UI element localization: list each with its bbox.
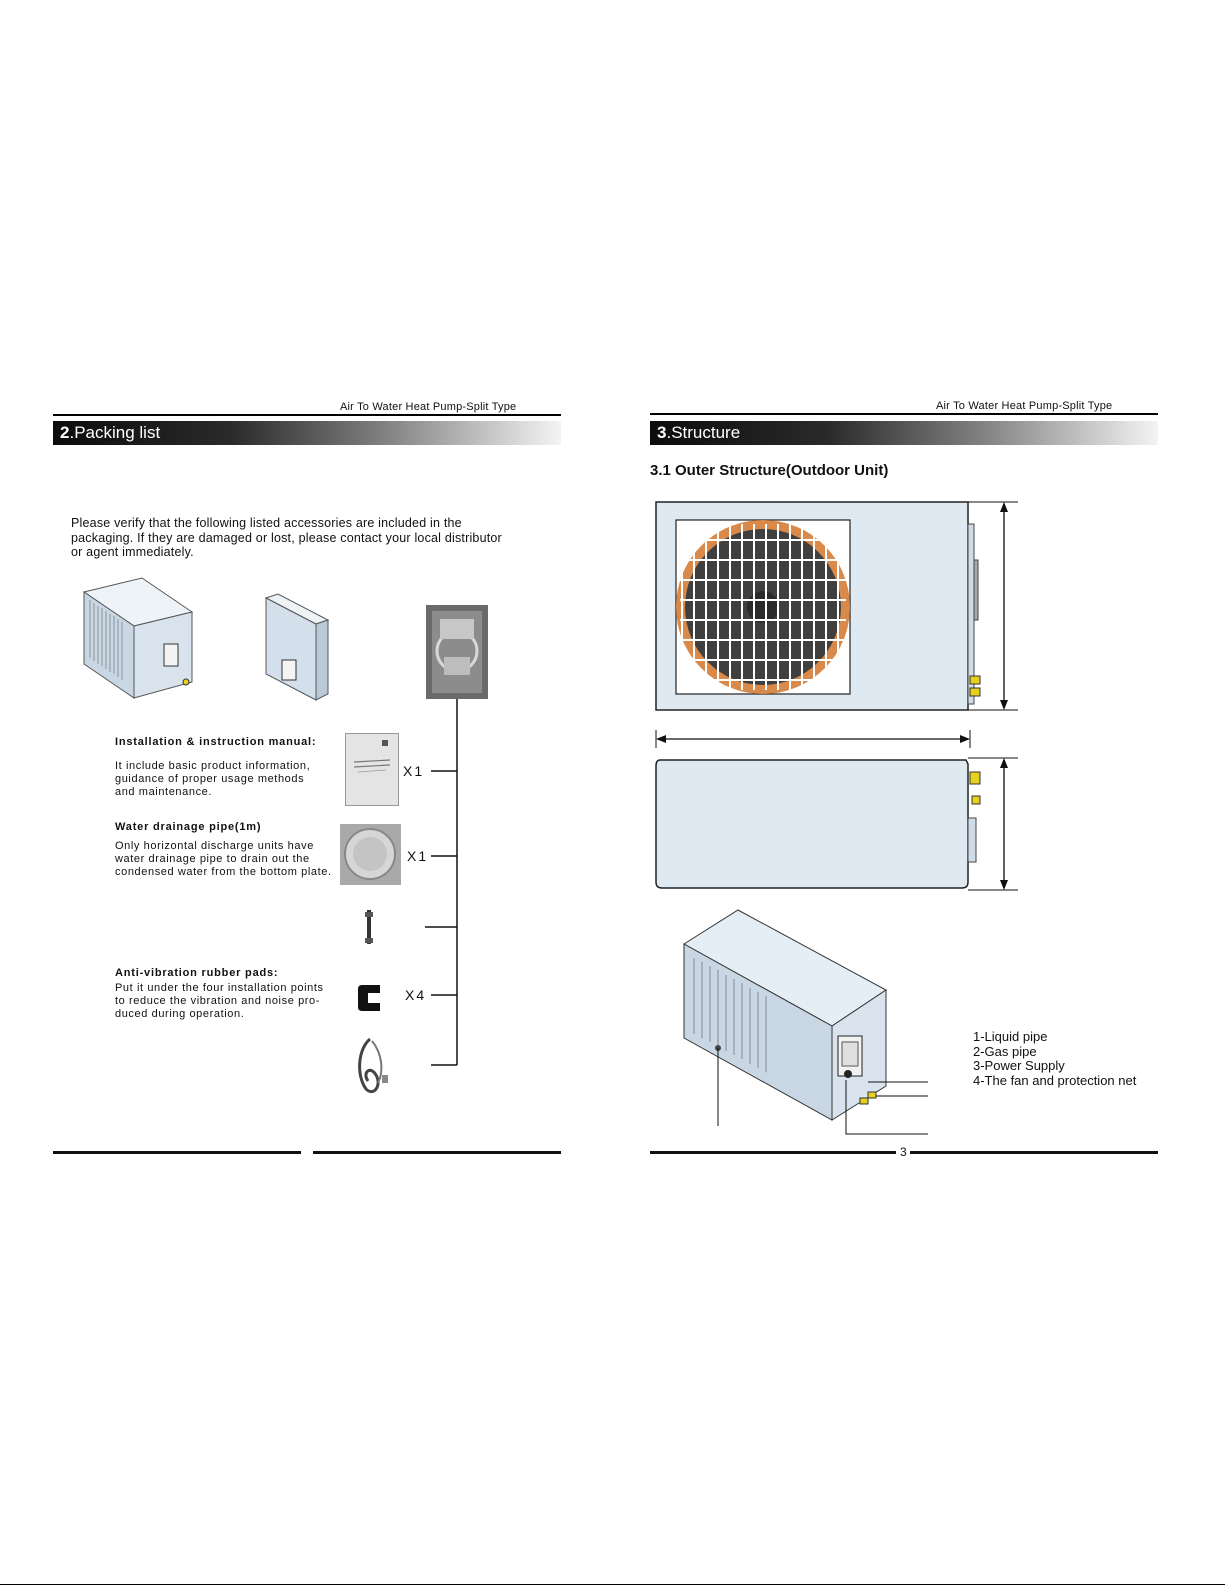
desc-line: duced during operation. [115, 1008, 245, 1020]
item-title: Water drainage pipe(1m) [115, 821, 262, 833]
width-dimension [655, 730, 971, 748]
desc-line: to reduce the vibration and noise pro- [115, 995, 321, 1007]
right-footer-rule-a [650, 1151, 896, 1154]
left-section-bar: 2.Packing list [53, 421, 561, 445]
intro-line: Please verify that the following listed … [71, 516, 462, 530]
desc-line: It include basic product information, [115, 760, 311, 772]
indoor-unit-image [264, 593, 330, 701]
accessory-connector-lines [425, 699, 458, 1066]
left-header-text: Air To Water Heat Pump-Split Type [340, 401, 517, 413]
item-desc: It include basic product information, gu… [115, 760, 345, 799]
legend-item: 3-Power Supply [973, 1058, 1065, 1073]
right-section-number: 3 [657, 423, 667, 442]
manual-image [345, 733, 399, 806]
packing-intro: Please verify that the following listed … [71, 516, 561, 560]
item-manual: Installation & instruction manual: It in… [115, 736, 345, 799]
top-view-drawing [655, 757, 1018, 891]
subsection-heading: 3.1 Outer Structure(Outdoor Unit) [650, 462, 889, 479]
left-section-number: 2 [60, 423, 70, 442]
desc-line: condensed water from the bottom plate. [115, 866, 332, 878]
desc-line: and maintenance. [115, 786, 213, 798]
accessory-bag-image [426, 605, 488, 699]
page-number: 3 [900, 1145, 907, 1159]
right-header-rule [650, 413, 1158, 415]
legend-item: 2-Gas pipe [973, 1043, 1037, 1059]
right-section-bar: 3.Structure [650, 421, 1158, 445]
left-footer-rule-b [313, 1151, 561, 1154]
left-header-rule [53, 414, 561, 416]
desc-line: Only horizontal discharge units have [115, 840, 314, 852]
item-desc: Put it under the four installation point… [115, 982, 350, 1021]
rubber-pad-image [358, 985, 380, 1011]
right-section-title: .Structure [666, 423, 741, 442]
outdoor-unit-image [82, 577, 194, 699]
item-quantity: X1 [403, 763, 425, 779]
left-footer-rule-a [53, 1151, 301, 1154]
right-footer-rule-b [910, 1151, 1158, 1154]
item-rubber-pads: Anti-vibration rubber pads: Put it under… [115, 967, 350, 1021]
desc-line: Put it under the four installation point… [115, 982, 324, 994]
drainage-pipe-image [340, 824, 401, 885]
right-header-text: Air To Water Heat Pump-Split Type [936, 400, 1113, 412]
item-drainage-pipe: Water drainage pipe(1m) Only horizontal … [115, 821, 350, 879]
intro-line: packaging. If they are damaged or lost, … [71, 530, 502, 545]
front-view-drawing [655, 501, 1018, 711]
item-quantity: X1 [407, 848, 429, 864]
cable-image [358, 1037, 388, 1094]
legend-item: 1-Liquid pipe [973, 1029, 1048, 1044]
pipe-fitting-image [365, 910, 373, 944]
structure-legend: 1-Liquid pipe 2-Gas pipe 3-Power Supply … [973, 1029, 1137, 1088]
legend-item: 4-The fan and protection net [973, 1072, 1137, 1088]
intro-line: or agent immediately. [71, 545, 194, 559]
callout-leader-lines [717, 1048, 928, 1135]
desc-line: guidance of proper usage methods [115, 773, 305, 785]
item-title: Anti-vibration rubber pads: [115, 967, 279, 979]
left-section-title: .Packing list [69, 423, 161, 442]
isometric-unit-drawing [683, 909, 887, 1121]
item-desc: Only horizontal discharge units have wat… [115, 840, 350, 879]
desc-line: water drainage pipe to drain out the [115, 853, 310, 865]
item-title: Installation & instruction manual: [115, 736, 317, 748]
item-quantity: X4 [405, 987, 427, 1003]
